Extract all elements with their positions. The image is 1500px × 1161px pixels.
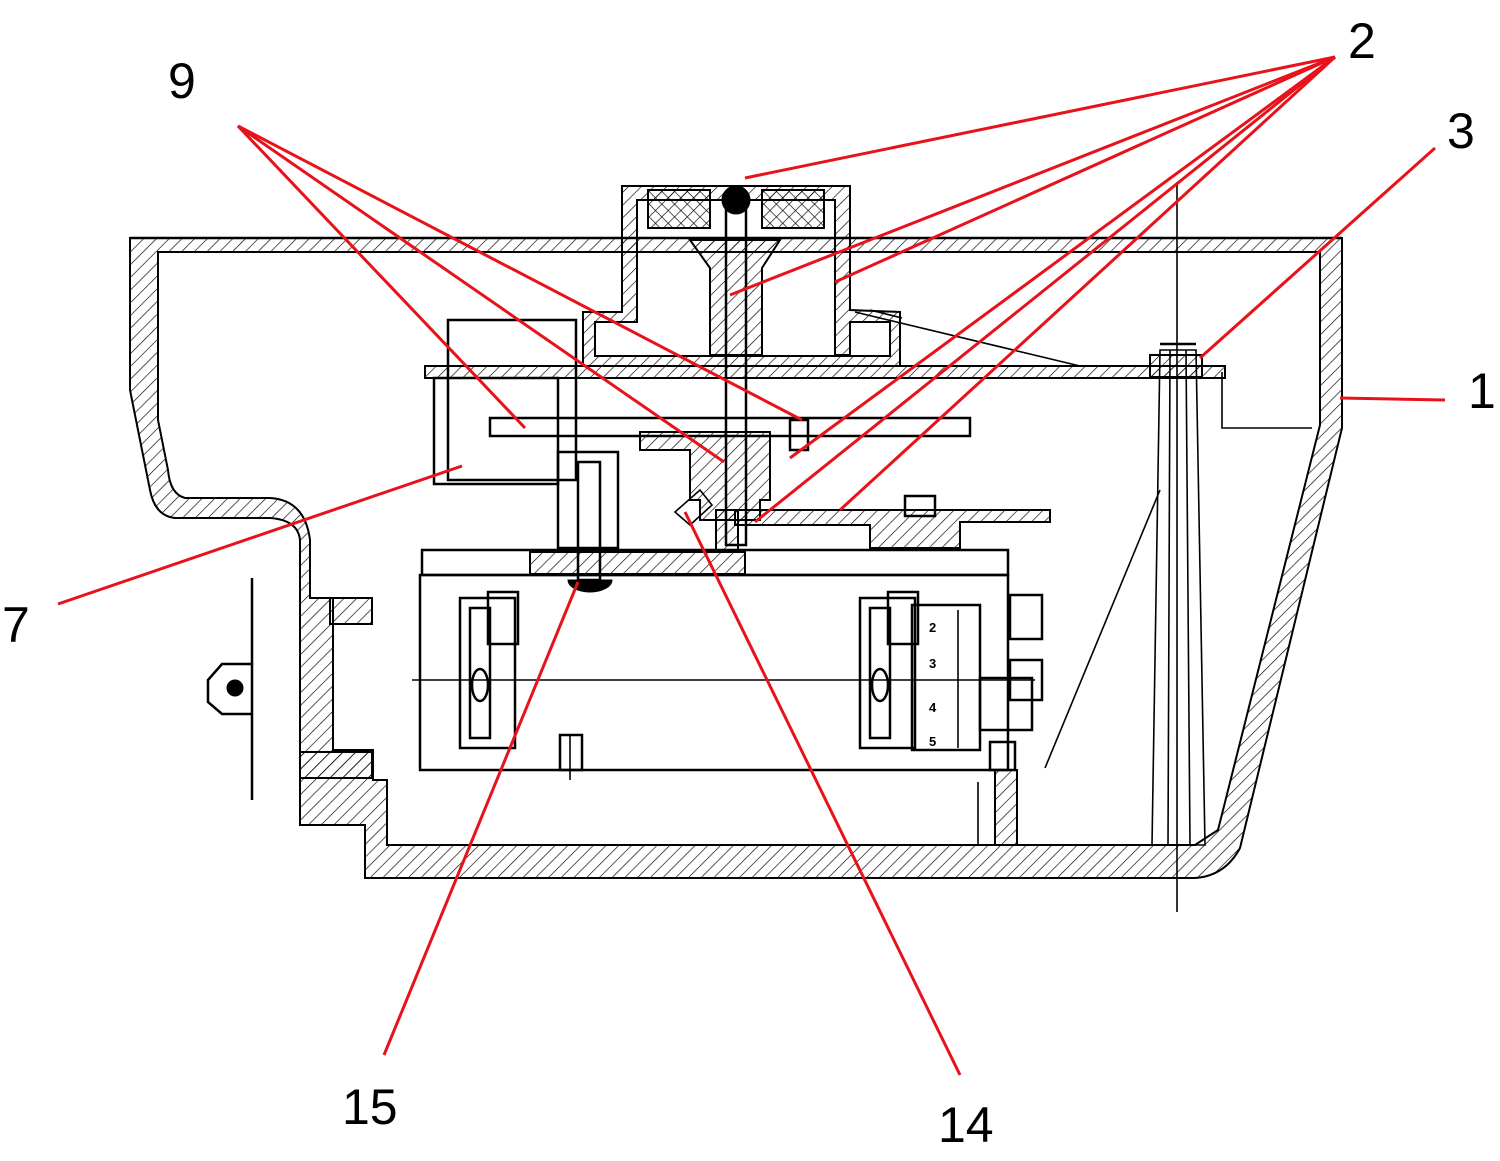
leader-2: [834, 55, 1336, 284]
callout-15: 15: [342, 1079, 398, 1135]
leader-2: [744, 55, 1336, 180]
tray-right-step: [1016, 800, 1150, 846]
gear-assembly: [432, 318, 1051, 593]
callout-9: 9: [168, 53, 196, 109]
callout-labels: 2 3 1 9 7 15 14: [2, 13, 1496, 1153]
leader-1: [1339, 396, 1446, 402]
tray-right-post: [994, 769, 1018, 846]
leader-15: [382, 581, 580, 1056]
scale-digit: 5: [929, 734, 936, 749]
leader-2: [838, 55, 1337, 512]
scale-digit: 4: [929, 700, 937, 715]
leader-2: [729, 55, 1336, 297]
leader-2: [789, 55, 1336, 460]
leader-14: [683, 511, 962, 1076]
shaft-top-ball: [721, 185, 751, 215]
housing-right-ledge: [1221, 372, 1312, 429]
housing-body: [129, 236, 1343, 879]
leader-9: [237, 124, 803, 422]
coil-right: [761, 189, 825, 229]
housing-left-boss: [329, 597, 373, 625]
gear-box-7: [432, 376, 560, 486]
leader-3: [1199, 146, 1436, 360]
scale-block: 2 3 4 5: [910, 603, 982, 752]
callout-3: 3: [1447, 103, 1475, 159]
coil-left: [647, 189, 711, 229]
leader-9: [237, 124, 725, 464]
mechanism-box: 2 3 4 5: [412, 548, 1044, 780]
inner-tray: [386, 780, 979, 846]
mount-lug: [206, 578, 254, 800]
switch-left: [458, 590, 520, 750]
leader-9: [236, 124, 527, 430]
callout-14: 14: [938, 1097, 994, 1153]
callout-7: 7: [2, 597, 30, 653]
plate-nut: [1149, 354, 1203, 378]
right-post: [1151, 349, 1206, 846]
leader-7: [57, 464, 463, 606]
leader-lines: [57, 55, 1446, 1076]
switch-right: [858, 590, 920, 750]
housing-left-foot: [299, 751, 373, 779]
callout-2: 2: [1348, 13, 1376, 69]
scale-digit: 2: [929, 620, 936, 635]
callout-1: 1: [1468, 363, 1496, 419]
scale-digit: 3: [929, 656, 936, 671]
motor-housing: [582, 185, 901, 547]
leader-2: [754, 55, 1336, 524]
